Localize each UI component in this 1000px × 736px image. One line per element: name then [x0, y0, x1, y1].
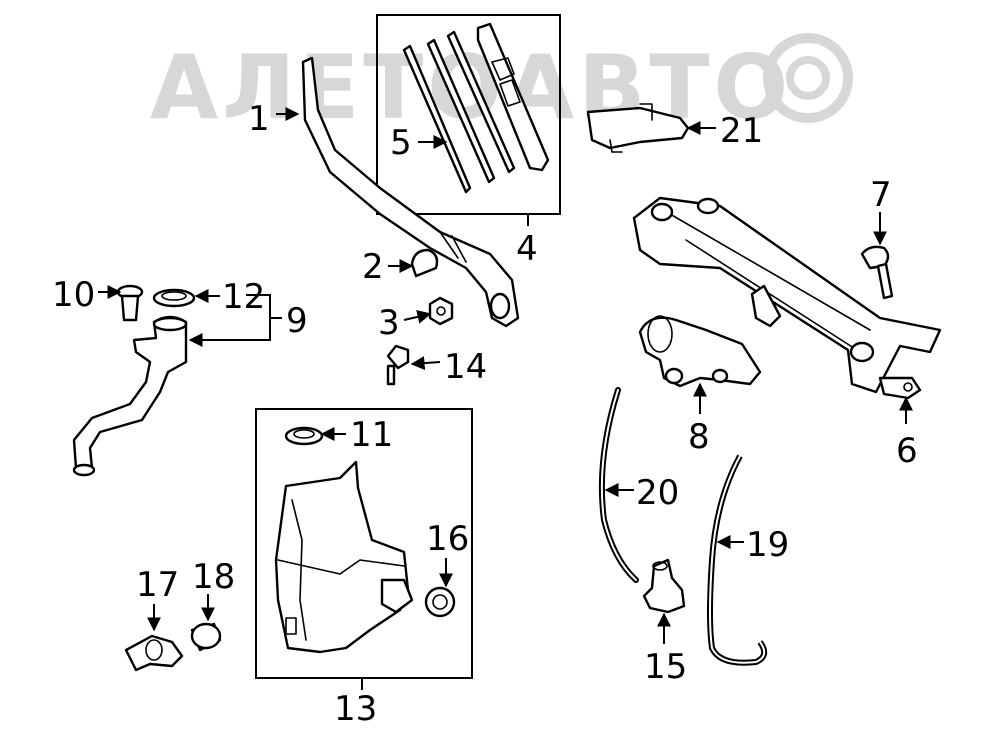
washer-reservoir: [274, 460, 414, 654]
linkage-bolt: [860, 245, 894, 300]
arm-nut: [428, 296, 454, 326]
callout-13: 13: [334, 689, 377, 729]
wiper-motor: [638, 315, 762, 388]
washer-nozzle-bolt: [386, 344, 410, 386]
watermark-gear-icon: [763, 33, 853, 123]
callout-14: 14: [444, 347, 487, 387]
washer-hose-upper: [598, 387, 639, 583]
callout-16: 16: [426, 519, 469, 559]
callout-9: 9: [286, 301, 308, 341]
callout-15: 15: [644, 647, 687, 687]
callout-1: 1: [248, 99, 270, 139]
callout-12: 12: [222, 277, 265, 317]
reservoir-plug: [190, 622, 222, 652]
callout-20: 20: [636, 473, 679, 513]
arm-cap: [410, 248, 439, 278]
callout-2: 2: [362, 247, 384, 287]
callout-19: 19: [746, 525, 789, 565]
wiper-blade: [476, 22, 550, 172]
callout-8: 8: [688, 417, 710, 457]
wiper-linkage: [632, 196, 942, 400]
callout-6: 6: [896, 431, 918, 471]
reservoir-box: [255, 408, 473, 679]
wiper-refill-strips: [402, 30, 516, 194]
pump-grommet: [424, 586, 456, 618]
wiper-arm: [301, 56, 520, 328]
level-sensor: [124, 634, 184, 672]
washer-hose-connector: [586, 103, 690, 153]
callout-10: 10: [52, 275, 95, 315]
filler-neck: [72, 315, 188, 477]
blade-kit-box: [376, 14, 561, 215]
washer-pump: [642, 558, 686, 614]
retainer-clip: [116, 284, 144, 322]
callout-21: 21: [720, 111, 763, 151]
callout-7: 7: [870, 175, 892, 215]
callout-5: 5: [390, 123, 412, 163]
callout-18: 18: [192, 557, 235, 597]
reservoir-grommet-cap: [284, 426, 324, 446]
filler-cap-seal: [152, 288, 196, 308]
callout-4: 4: [516, 229, 538, 269]
callout-17: 17: [136, 565, 179, 605]
callout-3: 3: [378, 303, 400, 343]
callout-11: 11: [350, 415, 393, 455]
